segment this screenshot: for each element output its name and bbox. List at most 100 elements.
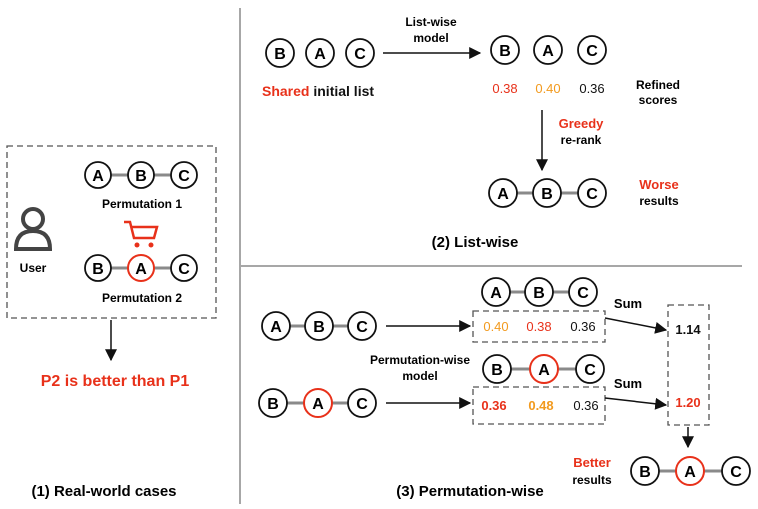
node: B [630,456,660,486]
svg-text:C: C [178,261,190,278]
score: 0.48 [528,398,553,413]
svg-text:A: A [312,396,324,413]
node: C [170,161,198,189]
sum-box [667,304,710,426]
svg-text:A: A [538,362,550,379]
svg-text:C: C [356,319,368,336]
svg-text:A: A [314,46,326,63]
arrow-icon [604,317,668,334]
sum-label-1: Sum [614,296,642,311]
node: B [482,354,512,384]
node: B [304,311,334,341]
input-permutation-1: A B C [261,311,377,341]
score: 0.36 [570,319,595,334]
svg-text:A: A [92,168,104,185]
list-wise-model-label-1: List-wise [405,15,457,29]
shopping-cart-icon [124,220,159,248]
permutation-1: A B C [84,161,198,189]
user-label: User [20,261,47,275]
score: 0.36 [481,398,506,413]
user-box [6,145,217,319]
svg-text:B: B [274,46,286,63]
sum-value-2: 1.20 [675,395,700,410]
sum-label-2: Sum [614,376,642,391]
permutation-2-label: Permutation 2 [102,291,182,305]
scores-box-1 [472,310,606,343]
svg-text:C: C [586,43,598,60]
svg-text:C: C [586,186,598,203]
node: C [568,277,598,307]
node: C [345,38,375,68]
node: C [575,354,605,384]
node: A [84,161,112,189]
svg-text:C: C [577,285,589,302]
results-label: results [639,194,679,208]
node: A [533,35,563,65]
node: B [532,178,562,208]
conclusion-text: P2 is better than P1 [41,373,190,390]
score: 0.40 [535,81,560,96]
scored-permutation-1: A B C [481,277,598,307]
svg-text:A: A [684,464,696,481]
permutation-1-label: Permutation 1 [102,197,182,211]
sum-value-1: 1.14 [675,322,701,337]
svg-text:C: C [356,396,368,413]
node: C [347,311,377,341]
svg-text:B: B [499,43,511,60]
svg-text:B: B [267,396,279,413]
user-icon [13,207,53,251]
shared-initial-list-label: Shared initial list [262,83,374,99]
node: C [170,254,198,282]
node: C [721,456,751,486]
panel-list-wise: B A C Shared initial list List-wise mode… [262,15,680,251]
node-highlighted: A [303,388,333,418]
panel-permutation-wise: A B C B A C Permutation-wise model A B C… [258,277,751,500]
node: B [490,35,520,65]
node: A [488,178,518,208]
svg-text:C: C [178,168,190,185]
re-rank-label: re-rank [561,133,602,147]
node: B [258,388,288,418]
node: B [127,161,155,189]
input-permutation-2: B A C [258,388,377,418]
svg-text:B: B [135,168,147,185]
svg-text:C: C [354,46,366,63]
node: A [261,311,291,341]
svg-text:A: A [270,319,282,336]
permutation-wise-model-label-2: model [402,369,437,383]
permutation-wise-model-label-1: Permutation-wise [370,353,470,367]
svg-text:B: B [491,362,503,379]
score: 0.36 [573,398,598,413]
greedy-result-list: A B C [488,178,607,208]
svg-text:A: A [135,261,147,278]
panel-real-world-cases: User A B C Permutation 1 B A C Permutati… [6,145,217,500]
node: B [84,254,112,282]
better-label: Better [573,455,611,470]
scored-permutation-2: B A C [482,354,605,384]
score: 0.38 [492,81,517,96]
node: C [347,388,377,418]
caption-list-wise: (2) List-wise [432,234,519,251]
list-wise-model-label-2: model [413,31,448,45]
node-highlighted: A [529,354,559,384]
svg-text:A: A [497,186,509,203]
scores-box-2 [472,386,606,425]
svg-text:A: A [542,43,554,60]
svg-text:C: C [730,464,742,481]
node: C [577,35,607,65]
node: A [305,38,335,68]
caption-real-world-cases: (1) Real-world cases [31,483,176,500]
node-highlighted: A [127,254,155,282]
node: C [577,178,607,208]
node-highlighted: A [675,456,705,486]
caption-permutation-wise: (3) Permutation-wise [396,483,544,500]
svg-text:B: B [639,464,651,481]
svg-text:A: A [490,285,502,302]
better-result-list: B A C [630,456,751,486]
svg-text:B: B [541,186,553,203]
refined-list: B A C [490,35,607,65]
results-label: results [572,473,612,487]
svg-text:B: B [92,261,104,278]
greedy-label: Greedy [559,116,605,131]
